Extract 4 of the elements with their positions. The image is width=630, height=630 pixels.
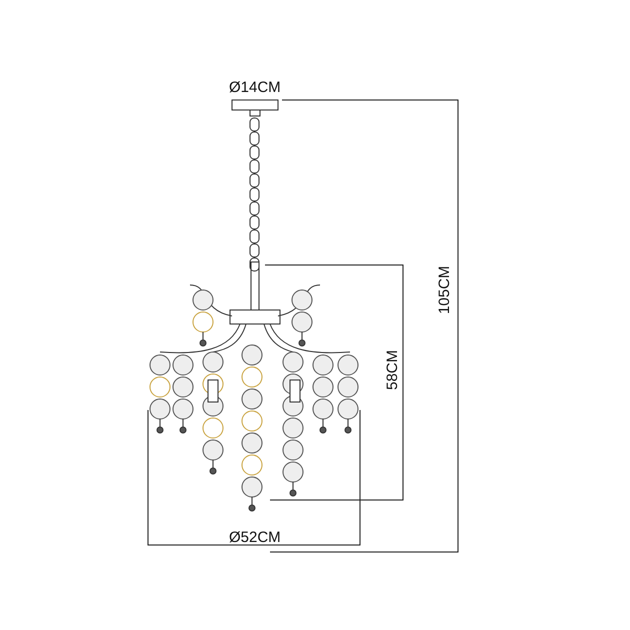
dimension-label: 58CM [385,350,401,390]
dimension-label: Ø14CM [229,80,281,96]
dimension-label: Ø52CM [229,530,281,546]
dimension-label: 105CM [437,266,454,314]
